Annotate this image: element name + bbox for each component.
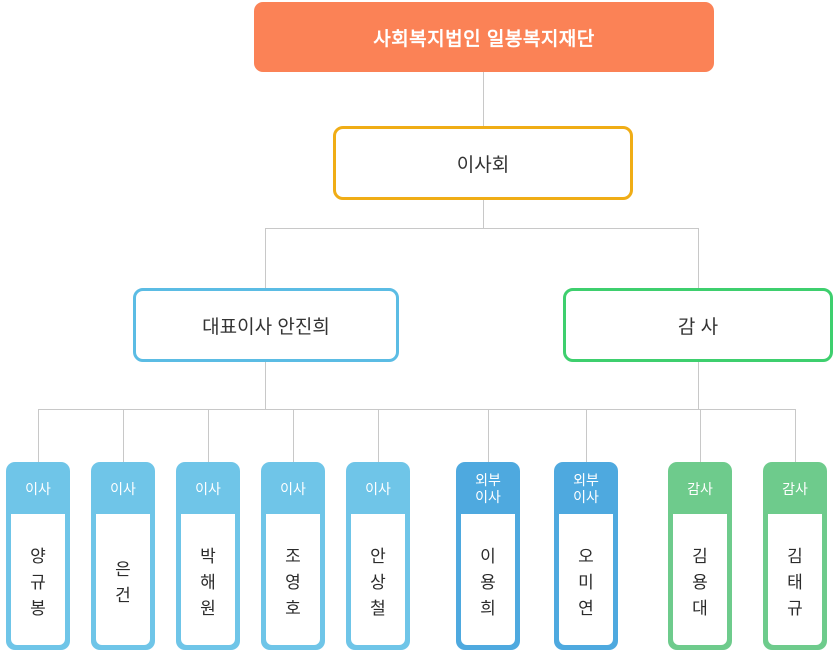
member-role-label: 이사	[195, 480, 221, 497]
connector-drop-6	[488, 409, 489, 462]
member-name-panel: 조 영 호	[266, 514, 320, 645]
connector-rail-to-ceo	[265, 228, 266, 288]
board-of-directors-box[interactable]: 이사회	[333, 126, 633, 200]
member-role-label: 외부 이사	[573, 472, 599, 505]
connector-board-down	[483, 200, 484, 228]
connector-drop-7	[586, 409, 587, 462]
member-name: 오 미 연	[578, 546, 594, 618]
connector-drop-5	[378, 409, 379, 462]
member-name-panel: 안 상 철	[351, 514, 405, 645]
member-name: 안 상 철	[370, 546, 386, 618]
ceo-box[interactable]: 대표이사 안진희	[133, 288, 399, 362]
connector-auditor-down	[698, 362, 699, 409]
auditor-box[interactable]: 감 사	[563, 288, 833, 362]
connector-drop-1	[38, 409, 39, 462]
member-role-label: 감사	[782, 480, 808, 497]
member-role-label: 이사	[280, 480, 306, 497]
connector-rail-to-auditor	[698, 228, 699, 288]
member-name: 조 영 호	[285, 546, 301, 618]
member-name-panel: 김 태 규	[768, 514, 822, 645]
member-name: 이 용 희	[480, 546, 496, 618]
member-role-label: 외부 이사	[475, 472, 501, 505]
connector-drop-3	[208, 409, 209, 462]
member-name: 김 태 규	[787, 546, 803, 618]
connector-banner-to-board	[483, 72, 484, 126]
member-name: 양 규 봉	[30, 546, 46, 618]
connector-drop-8	[700, 409, 701, 462]
member-name: 박 해 원	[200, 546, 216, 618]
connector-second-level-rail	[265, 228, 699, 229]
connector-drop-4	[293, 409, 294, 462]
member-name: 김 용 대	[692, 546, 708, 618]
member-name-panel: 양 규 봉	[11, 514, 65, 645]
connector-members-rail	[38, 409, 795, 410]
member-role-label: 이사	[110, 480, 136, 497]
member-name-panel: 이 용 희	[461, 514, 515, 645]
member-name-panel: 오 미 연	[559, 514, 613, 645]
member-name-panel: 은 건	[96, 514, 150, 645]
member-role-label: 이사	[25, 480, 51, 497]
organization-title-banner: 사회복지법인 일봉복지재단	[254, 2, 714, 72]
member-name-panel: 박 해 원	[181, 514, 235, 645]
connector-drop-9	[795, 409, 796, 462]
connector-ceo-down	[265, 362, 266, 409]
member-role-label: 이사	[365, 480, 391, 497]
member-role-label: 감사	[687, 480, 713, 497]
member-name-panel: 김 용 대	[673, 514, 727, 645]
member-name: 은 건	[115, 559, 131, 605]
connector-drop-2	[123, 409, 124, 462]
